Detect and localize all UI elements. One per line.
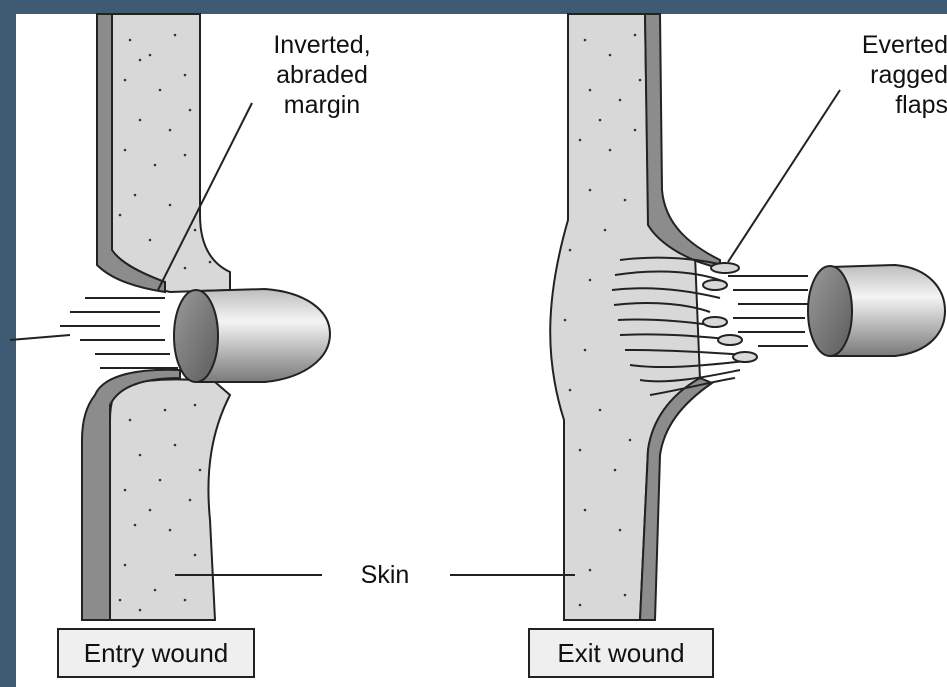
exit-bullet — [808, 265, 945, 356]
entry-speed-lines — [60, 298, 178, 368]
exit-annotation-line — [728, 90, 840, 262]
exit-tissue — [550, 14, 700, 620]
exit-epidermis — [645, 14, 720, 268]
entry-wound-caption: Entry wound — [57, 628, 255, 678]
exit-wound-caption: Exit wound — [528, 628, 714, 678]
exit-annotation-label: Everted ragged flaps — [828, 30, 947, 120]
entry-annotation-label: Inverted, abraded margin — [252, 30, 392, 120]
entry-upper-tissue — [104, 14, 230, 292]
entry-pointer-left — [10, 335, 70, 340]
skin-label: Skin — [330, 560, 440, 590]
entry-bullet — [174, 289, 330, 382]
entry-lower-tissue — [110, 379, 230, 620]
exit-speed-lines — [728, 276, 808, 346]
